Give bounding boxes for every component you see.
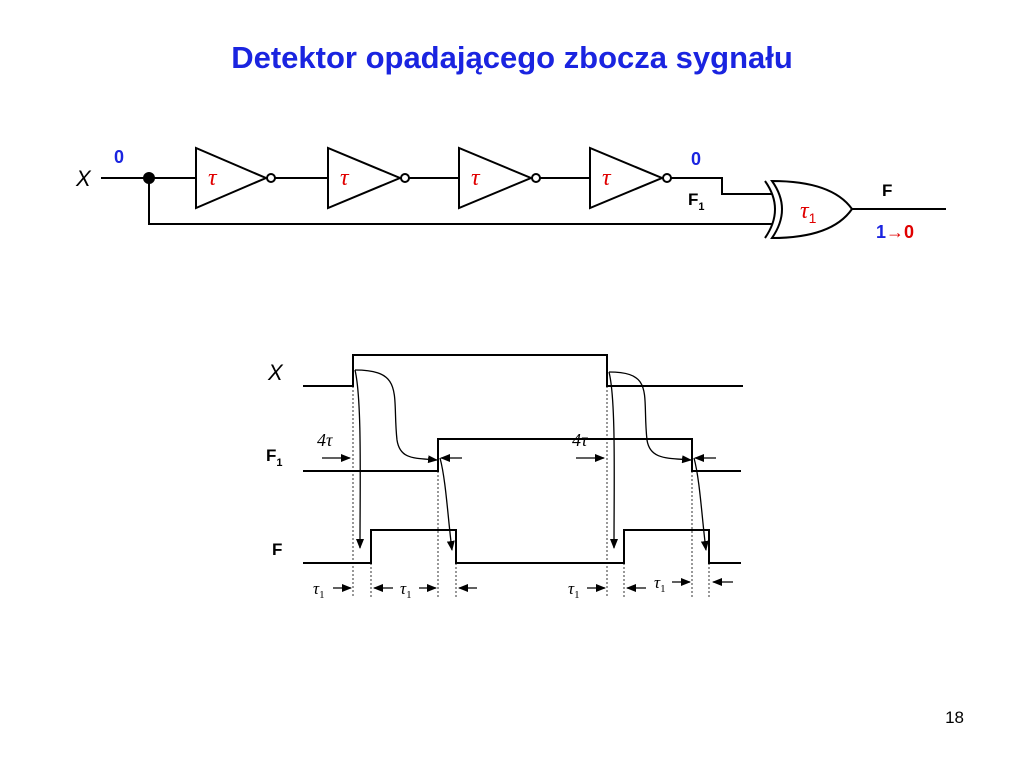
signal-f1-label: F1	[266, 446, 283, 469]
page-number: 18	[945, 708, 964, 727]
waveform-x	[303, 354, 743, 387]
signal-x-label: X	[267, 360, 284, 385]
xor-gate: τ1	[764, 179, 854, 240]
arrow-f1-to-f-fall-1	[439, 457, 455, 551]
arrow-f1-to-f-fall-2	[693, 457, 709, 551]
delay-4tau-label-2: 4τ	[572, 430, 588, 450]
input-x-label: X	[75, 166, 92, 191]
inverter-2: τ	[327, 146, 410, 210]
inverter-2-tau: τ	[340, 165, 350, 191]
tau1-label-2: τ1	[400, 579, 412, 601]
circuit: X 0 τ τ τ τ	[75, 146, 946, 242]
timing-diagram: X F1 F 4τ 4τ	[266, 354, 743, 601]
waveform-f	[303, 529, 741, 564]
inverter-3-tau: τ	[471, 165, 481, 191]
f1-label: F1	[688, 190, 705, 213]
tau1-markers: τ1 τ1 τ1 τ1	[313, 573, 733, 601]
output-transition: 1→0	[876, 222, 914, 242]
arrow-x-to-f-rise-1	[354, 369, 365, 549]
waveform-f1	[303, 438, 741, 472]
inverter-1-tau: τ	[208, 165, 218, 191]
reference-lines	[352, 386, 710, 598]
page-title: Detektor opadającego zbocza sygnału	[231, 40, 793, 75]
tau1-label-3: τ1	[568, 579, 580, 601]
xor-tau-label: τ1	[800, 198, 817, 226]
causal-arrows	[354, 369, 709, 551]
arrow-x-to-f-rise-2	[608, 371, 619, 549]
f1-value: 0	[691, 149, 701, 169]
inverter-1: τ	[195, 146, 276, 210]
arrow-x-to-f1-fall	[608, 371, 692, 464]
inverter-4-tau: τ	[602, 165, 612, 191]
arrow-x-to-f1-rise	[354, 369, 438, 464]
bypass-wire	[148, 178, 772, 225]
tau1-label-4: τ1	[654, 573, 666, 595]
delay-4tau-label-1: 4τ	[317, 430, 333, 450]
input-x-value: 0	[114, 147, 124, 167]
f1-wire	[671, 177, 772, 195]
inverter-4: τ	[589, 146, 672, 210]
signal-f-label: F	[272, 540, 282, 559]
output-label: F	[882, 181, 892, 200]
inverter-3: τ	[458, 146, 541, 210]
tau1-label-1: τ1	[313, 579, 325, 601]
